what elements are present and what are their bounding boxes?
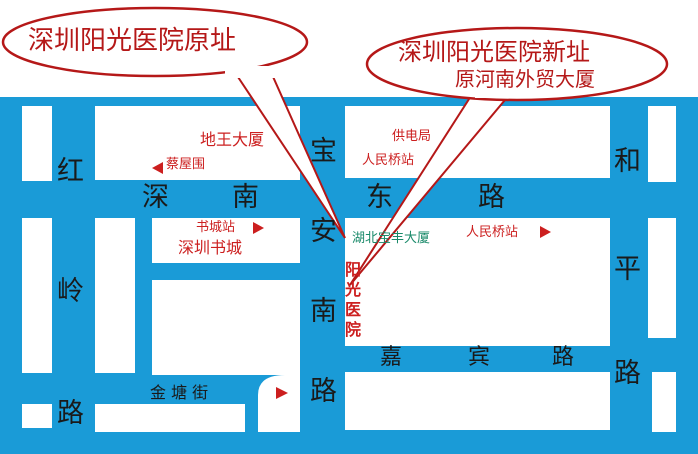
- road-baoan-char-4: 路: [310, 376, 337, 407]
- block: [648, 106, 676, 182]
- block: [22, 218, 52, 373]
- arrow-left-icon: [152, 162, 163, 174]
- block: [258, 375, 300, 432]
- old-site-label: 深圳阳光医院原址: [28, 26, 237, 56]
- road-baoan-char-2: 安: [310, 216, 337, 247]
- block: [345, 372, 610, 430]
- arrow-right-icon: [253, 222, 264, 234]
- callout-old-site: [1, 6, 346, 239]
- new-site-sublabel: 原河南外贸大厦: [455, 67, 595, 91]
- place-renminqiao-2: 人民桥站: [466, 225, 519, 240]
- place-caiwuwei: 蔡屋围: [166, 157, 206, 172]
- road-heping-char-3: 路: [614, 358, 641, 389]
- place-hubei-building: 湖北宝丰大厦: [352, 231, 431, 246]
- road-heping-char-2: 平: [614, 254, 641, 285]
- arrow-right-icon: [276, 387, 288, 399]
- place-hospital-char-3: 医: [345, 300, 362, 319]
- place-hospital-char-4: 院: [345, 320, 362, 339]
- place-diwang: 地王大厦: [200, 130, 265, 149]
- block: [22, 404, 52, 428]
- road-jiabin-char-1: 嘉: [380, 345, 403, 370]
- road-shennan-char-1: 深: [142, 182, 169, 213]
- new-site-label: 深圳阳光医院新址: [398, 38, 590, 66]
- road-jiabin-char-3: 路: [552, 345, 575, 370]
- road-heping-char-1: 和: [614, 146, 641, 177]
- callout-new-site: [349, 26, 669, 286]
- road-jintang: 金 塘 街: [150, 383, 209, 402]
- block: [152, 218, 300, 263]
- road-hongling-char-2: 岭: [57, 276, 84, 307]
- road-hongling-char-3: 路: [57, 398, 84, 429]
- road-baoan-char-1: 宝: [310, 136, 337, 167]
- block: [648, 218, 676, 338]
- place-hospital-char-1: 阳: [345, 260, 362, 279]
- road-baoan-char-3: 南: [310, 296, 337, 327]
- place-shenzhen-bookcity: 深圳书城: [178, 238, 243, 257]
- block: [152, 280, 300, 375]
- road-hongling-char-1: 红: [57, 156, 84, 187]
- road-shennan-char-4: 路: [478, 182, 505, 213]
- road-shennan-char-2: 南: [232, 182, 259, 213]
- block: [95, 218, 135, 373]
- block: [95, 404, 245, 432]
- arrow-right-icon: [540, 226, 551, 238]
- place-gongdianju: 供电局: [392, 129, 432, 144]
- road-jiabin-char-2: 宾: [468, 345, 491, 370]
- place-shuchengzhan: 书城站: [196, 220, 236, 235]
- block: [652, 372, 676, 432]
- place-renminqiao-1: 人民桥站: [362, 153, 415, 168]
- road-shennan-char-3: 东: [366, 182, 393, 213]
- place-hospital-char-2: 光: [345, 280, 362, 299]
- block: [22, 106, 52, 181]
